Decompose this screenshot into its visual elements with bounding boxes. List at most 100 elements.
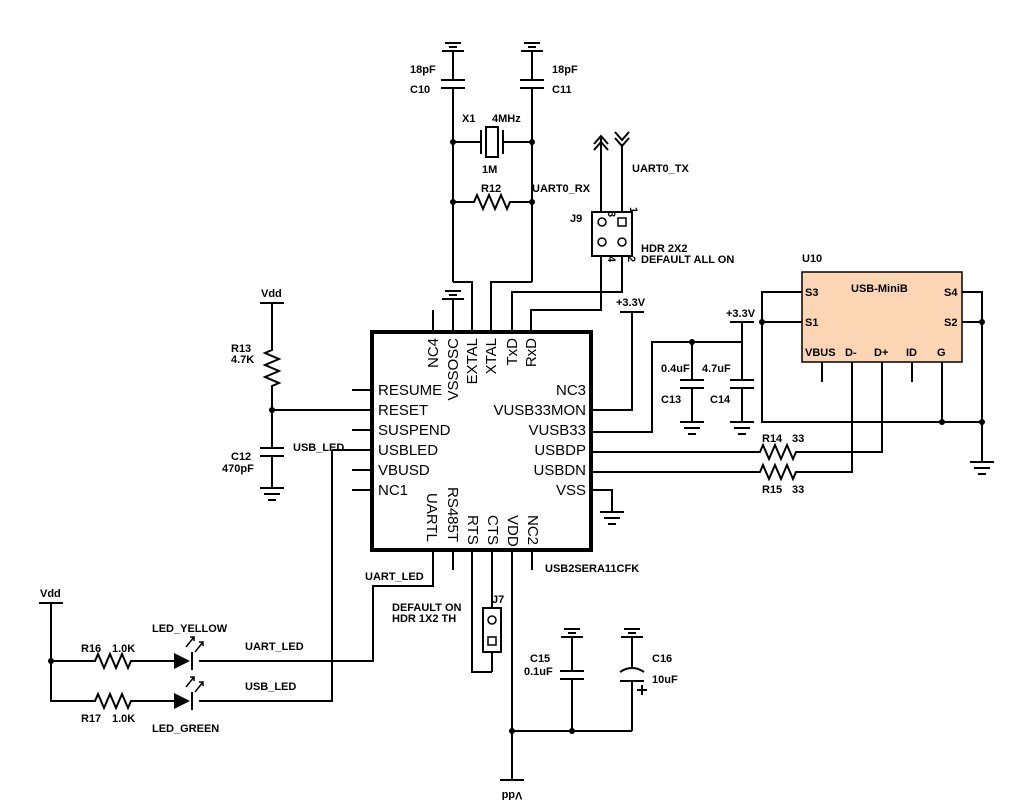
j9-desc1: HDR 2X2 bbox=[641, 243, 687, 255]
usb-pin-dm: D- bbox=[845, 347, 857, 359]
pin-usbled: USBLED bbox=[378, 442, 438, 459]
pin-uartl: UARTL bbox=[423, 493, 440, 542]
led-green-icon bbox=[174, 676, 204, 710]
vdd-label-led: Vdd bbox=[40, 588, 61, 600]
pin-vusb33: VUSB33 bbox=[528, 422, 586, 439]
crystal-x1 bbox=[453, 126, 532, 158]
r13-value: 4.7K bbox=[231, 354, 254, 366]
resistor-r17 bbox=[82, 691, 174, 711]
pin-resume: RESUME bbox=[378, 382, 442, 399]
capacitor-c13 bbox=[680, 342, 704, 435]
usb-pin-s1: S1 bbox=[805, 317, 818, 329]
usb-name: USB-MiniB bbox=[851, 283, 908, 295]
pin-nc2: NC2 bbox=[524, 515, 541, 545]
pin-rs485t: RS485T bbox=[444, 487, 461, 542]
pin-txd: TxD bbox=[504, 338, 521, 366]
j9-ref: J9 bbox=[570, 213, 582, 225]
usb-pin-s4: S4 bbox=[944, 287, 958, 299]
c10-ref: C10 bbox=[410, 84, 430, 96]
r15-ref: R15 bbox=[762, 484, 782, 496]
usb-pin-dp: D+ bbox=[874, 347, 888, 359]
led-yellow-label: LED_YELLOW bbox=[152, 623, 228, 635]
pin-usbdn: USBDN bbox=[533, 462, 586, 479]
usb-pin-vbus: VBUS bbox=[805, 347, 836, 359]
c13-ref: C13 bbox=[661, 394, 681, 406]
c11-value: 18pF bbox=[552, 64, 578, 76]
ic-usb2sera11cfk bbox=[370, 330, 593, 552]
resistor-r15 bbox=[591, 362, 853, 482]
uart-led-label: UART_LED bbox=[245, 641, 304, 653]
pin-extal: EXTAL bbox=[464, 338, 481, 384]
r13-ref: R13 bbox=[231, 343, 251, 355]
pin-nc4: NC4 bbox=[425, 338, 442, 368]
pin-nc3: NC3 bbox=[556, 382, 586, 399]
capacitor-c10 bbox=[441, 79, 465, 282]
header-j9 bbox=[591, 211, 633, 257]
capacitor-c11 bbox=[520, 79, 544, 282]
capacitor-c16-polarized bbox=[619, 667, 647, 731]
ground-icon bbox=[442, 42, 464, 80]
pin-suspend: SUSPEND bbox=[378, 422, 451, 439]
uart0-tx-arrow-icon bbox=[614, 131, 630, 213]
uart0-tx-label: UART0_TX bbox=[632, 163, 690, 175]
c13-value: 0.4uF bbox=[661, 363, 690, 375]
c15-value: 0.1uF bbox=[524, 666, 553, 678]
c12-ref: C12 bbox=[231, 451, 251, 463]
r17-ref: R17 bbox=[81, 713, 101, 725]
usb-led-label: USB_LED bbox=[245, 681, 296, 693]
pin-xtal: XTAL bbox=[483, 338, 500, 374]
c11-ref: C11 bbox=[552, 84, 572, 96]
ground-icon bbox=[970, 461, 994, 475]
j9-pin3: 3 bbox=[605, 211, 617, 217]
led-green-label: LED_GREEN bbox=[152, 723, 219, 735]
pin-vssosc: VSSOSC bbox=[445, 338, 462, 401]
x1-value: 4MHz bbox=[492, 113, 521, 125]
pin-rts: RTS bbox=[464, 515, 481, 545]
c15-ref: C15 bbox=[530, 653, 550, 665]
j7-desc1: DEFAULT ON bbox=[392, 602, 462, 614]
ground-icon bbox=[521, 42, 543, 80]
pin-usbdp: USBDP bbox=[534, 442, 586, 459]
pin-vdd: VDD bbox=[504, 515, 521, 547]
r17-value: 1.0K bbox=[112, 713, 135, 725]
resistor-r13 bbox=[262, 303, 282, 448]
ic-part: USB2SERA11CFK bbox=[545, 563, 639, 575]
vdd-label-r13: Vdd bbox=[261, 288, 282, 300]
capacitor-c12 bbox=[260, 447, 284, 488]
led-yellow-icon bbox=[174, 636, 204, 670]
pin-vusb33mon: VUSB33MON bbox=[493, 402, 586, 419]
resistor-r14 bbox=[591, 362, 883, 462]
x1-shunt: 1M bbox=[482, 164, 497, 176]
c10-value: 18pF bbox=[410, 64, 436, 76]
pin-rxd: RxD bbox=[523, 338, 540, 367]
ground-icon bbox=[561, 628, 583, 671]
c12-value: 470pF bbox=[222, 463, 254, 475]
capacitor-c14 bbox=[730, 379, 754, 435]
ground-icon bbox=[621, 628, 643, 669]
resistor-r16 bbox=[82, 651, 174, 671]
pin-vbusd: VBUSD bbox=[378, 462, 430, 479]
r14-value: 33 bbox=[792, 433, 804, 445]
j9-desc2: DEFAULT ALL ON bbox=[641, 254, 734, 266]
c16-value: 10uF bbox=[652, 674, 678, 686]
pin-vss: VSS bbox=[556, 482, 586, 499]
c14-value: 4.7uF bbox=[702, 363, 731, 375]
j9-pin4: 4 bbox=[605, 256, 617, 263]
j9-pin2: 2 bbox=[625, 256, 637, 262]
usb-pin-s3: S3 bbox=[805, 287, 818, 299]
x1-ref: X1 bbox=[462, 113, 475, 125]
j9-pin1: 1 bbox=[627, 207, 639, 213]
r15-value: 33 bbox=[792, 484, 804, 496]
c14-ref: C14 bbox=[710, 394, 731, 406]
ground-icon bbox=[260, 487, 284, 501]
usb-pin-id: ID bbox=[906, 347, 917, 359]
uart0-rx-arrow-icon bbox=[593, 134, 609, 213]
uart0-rx-label: UART0_RX bbox=[532, 183, 591, 195]
usb-pin-s2: S2 bbox=[944, 317, 957, 329]
usb-minib-connector bbox=[801, 271, 963, 363]
r12-ref: R12 bbox=[481, 183, 501, 195]
r14-ref: R14 bbox=[762, 433, 783, 445]
pin-reset: RESET bbox=[378, 402, 428, 419]
j7-desc2: HDR 1X2 TH bbox=[392, 613, 456, 625]
